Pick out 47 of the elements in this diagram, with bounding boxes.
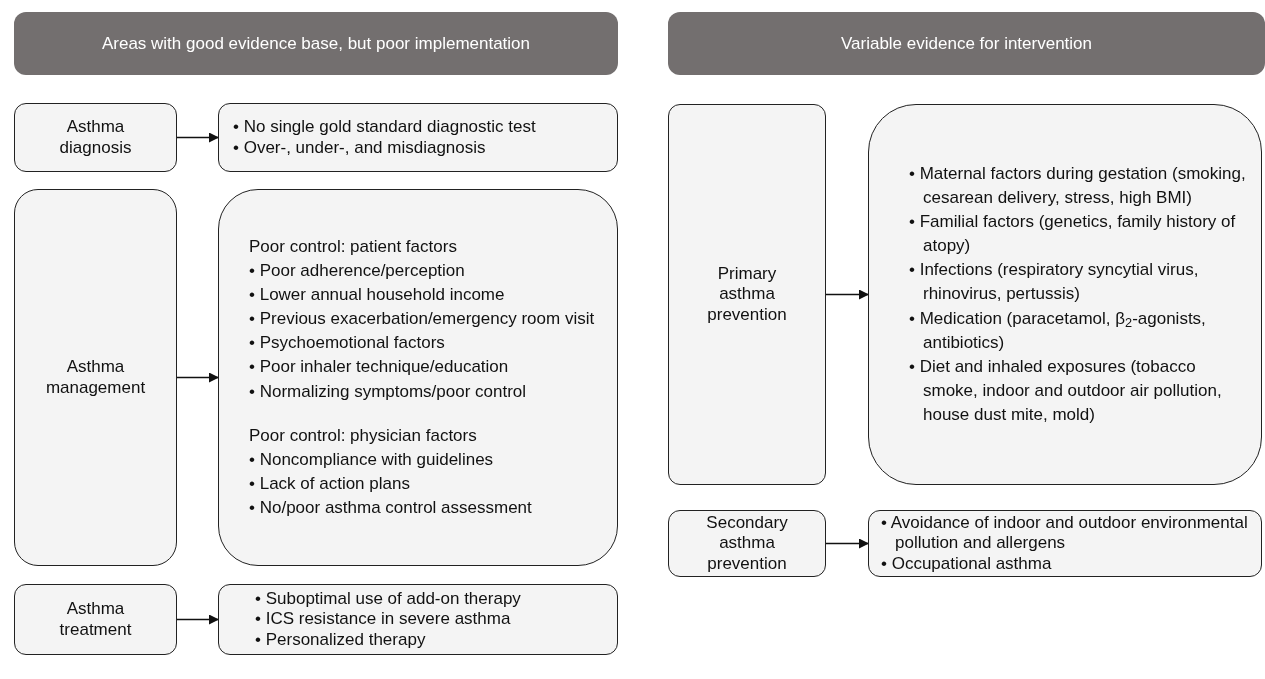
category-box	[14, 189, 177, 566]
list-item-text: • Infections (respiratory syncytial virus, rhinovirus, pertussis)	[909, 259, 1200, 306]
arrow	[176, 132, 219, 143]
header-text: Variable evidence for intervention	[840, 32, 1093, 55]
list-item-text: • Noncompliance with guidelines	[249, 448, 495, 471]
category-label: Asthma treatment	[58, 599, 133, 640]
list-item-text: • No/poor asthma control assessment	[249, 497, 533, 520]
category-box	[668, 510, 826, 577]
factor-list-box	[868, 104, 1262, 485]
list-item-text: • Maternal factors during gestation (smoking, cesarean delivery, stress, high BMI)	[909, 162, 1247, 209]
list-item-text: • Psychoemotional factors	[249, 332, 446, 355]
section-header	[668, 12, 1265, 75]
category-label: Secondary asthma prevention	[705, 512, 789, 575]
list-item-text: • Normalizing symptoms/poor control	[249, 380, 528, 403]
list-item-text: • Suboptimal use of add-on therapy	[255, 589, 522, 610]
section-header	[14, 12, 618, 75]
arrow	[825, 289, 869, 300]
list-item-text: • Familial factors (genetics, family history of atopy)	[909, 211, 1237, 258]
list-item-text: • Lack of action plans	[249, 472, 411, 495]
factor-list-box	[218, 103, 618, 172]
list-item-text: • Personalized therapy	[255, 629, 427, 650]
list-item-text: • Occupational asthma	[881, 553, 1053, 574]
factor-list-box	[218, 584, 618, 655]
category-box	[668, 104, 826, 485]
list-item-text: • Previous exacerbation/emergency room visit	[249, 308, 596, 331]
list-item-text: • Poor inhaler technique/education	[249, 356, 510, 379]
header-text: Areas with good evidence base, but poor implementation	[101, 32, 531, 55]
list-item-text: • Avoidance of indoor and outdoor environmental pollution and allergens	[881, 513, 1249, 554]
category-box	[14, 103, 177, 172]
arrow	[176, 614, 219, 625]
list-item-text: Poor control: patient factors	[249, 235, 458, 258]
arrow	[176, 372, 219, 383]
list-item-text: • Lower annual household income	[249, 284, 506, 307]
factor-list-box	[218, 189, 618, 566]
category-label: Primary asthma prevention	[706, 263, 788, 326]
list-item-text: • ICS resistance in severe asthma	[255, 609, 512, 630]
category-box	[14, 584, 177, 655]
factor-list-box	[868, 510, 1262, 577]
list-item-text: Poor control: physician factors	[249, 424, 478, 447]
list-item-text: • Over-, under-, and misdiagnosis	[233, 137, 487, 158]
arrow	[825, 538, 869, 549]
category-label: Asthma diagnosis	[58, 117, 133, 158]
list-item-text: • Medication (paracetamol, β$_{2}$-agonists, antibiotics)	[909, 307, 1207, 354]
list-item-text: • Poor adherence/perception	[249, 259, 466, 282]
list-item-text: • Diet and inhaled exposures (tobacco smoke, indoor and outdoor air pollution, house dust mite, mold)	[909, 355, 1223, 427]
category-label: Asthma management	[44, 357, 147, 398]
list-item-text: • No single gold standard diagnostic test	[233, 117, 537, 138]
